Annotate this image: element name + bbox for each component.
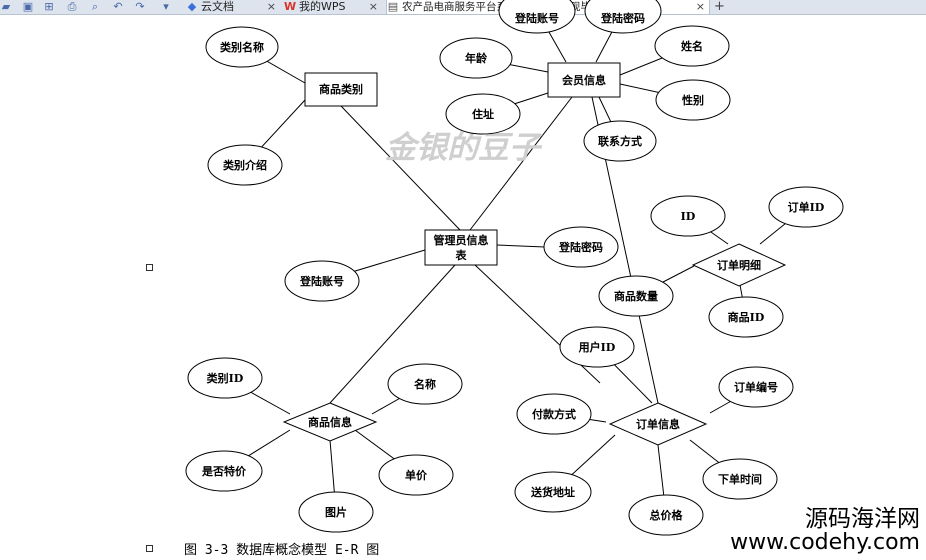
attribute-ellipse <box>718 366 794 408</box>
attr-contact: 联系方式 <box>598 134 642 148</box>
attr-user-id: 用户ID <box>579 340 616 354</box>
entity-box <box>547 62 621 98</box>
attr-product-quantity: 商品数量 <box>614 289 658 303</box>
attr-total-price: 总价格 <box>650 508 684 522</box>
document-icon: ▤ <box>387 0 399 13</box>
attr-member-login-password: 登陆密码 <box>600 11 645 25</box>
attr-name: 姓名 <box>681 39 703 53</box>
cloud-doc-icon: ◆ <box>187 0 197 13</box>
attr-gender: 性别 <box>682 93 704 107</box>
close-icon[interactable]: × <box>695 0 705 13</box>
attr-delivery-address: 送货地址 <box>530 485 575 499</box>
entity-member-label: 会员信息 <box>562 73 606 87</box>
attribute-ellipse <box>702 458 778 500</box>
attribute-ellipse <box>583 120 657 162</box>
print-icon[interactable]: ⎙ <box>67 0 77 13</box>
relationship-order-detail-label: 订单明细 <box>717 258 761 272</box>
connector-line <box>340 105 461 231</box>
attribute-ellipse <box>654 25 730 67</box>
attr-member-login-account: 登陆账号 <box>514 11 559 25</box>
attr-product-name: 名称 <box>414 377 436 391</box>
attribute-ellipse <box>543 226 619 268</box>
site-watermark-title: 源码海洋网 <box>805 506 920 532</box>
attribute-ellipse <box>498 0 576 34</box>
close-icon[interactable]: × <box>266 0 276 13</box>
tab-label: 云文档 <box>201 0 234 13</box>
attribute-ellipse <box>387 363 463 405</box>
attr-is-special: 是否特价 <box>201 464 247 478</box>
connector-line <box>329 264 456 404</box>
attribute-ellipse <box>516 393 592 435</box>
attribute-ellipse <box>187 357 263 399</box>
relationship-diamond <box>691 243 787 287</box>
new-tab-button[interactable]: + <box>714 0 725 14</box>
attribute-ellipse <box>439 37 513 79</box>
attr-order-time: 下单时间 <box>718 472 762 486</box>
site-watermark-url: www.codehy.com <box>730 530 920 555</box>
folder-icon[interactable]: ▰ <box>1 0 11 13</box>
attribute-ellipse <box>559 326 635 368</box>
attribute-ellipse <box>378 454 454 496</box>
attribute-ellipse <box>445 93 521 135</box>
attr-payment-method: 付款方式 <box>532 407 576 421</box>
entity-admin-label-line2: 表 <box>455 248 468 262</box>
attr-order-id: 订单ID <box>788 200 825 214</box>
attr-admin-account: 登陆账号 <box>299 274 344 288</box>
attribute-ellipse <box>768 186 844 228</box>
entity-admin-label-line1: 管理员信息 <box>434 233 489 247</box>
attribute-ellipse <box>598 275 674 317</box>
close-icon[interactable]: × <box>368 0 378 13</box>
attribute-ellipse <box>205 26 279 68</box>
attr-age: 年龄 <box>465 51 488 65</box>
attr-picture: 图片 <box>325 505 347 519</box>
tab-cloud-docs[interactable]: ◆ 云文档 × <box>186 0 280 14</box>
attribute-ellipse <box>708 296 784 338</box>
attribute-ellipse <box>655 79 731 121</box>
relationship-diamond <box>608 402 708 446</box>
attr-unit-price: 单价 <box>405 468 428 482</box>
figure-caption: 图 3-3 数据库概念模型 E-R 图 <box>184 543 380 558</box>
connector-line <box>496 244 546 248</box>
attr-category-intro: 类别介绍 <box>223 158 267 172</box>
attr-category-name: 类别名称 <box>220 40 264 54</box>
attr-admin-password: 登陆密码 <box>558 240 603 254</box>
attribute-ellipse <box>284 260 360 302</box>
undo-icon[interactable]: ↶ <box>113 0 123 13</box>
attr-order-number: 订单编号 <box>734 380 778 394</box>
diagram-watermark: 金银的豆子 <box>385 130 543 166</box>
attr-detail-id: ID <box>681 210 696 223</box>
attribute-ellipse <box>207 144 283 186</box>
relationship-order-info-label: 订单信息 <box>636 417 680 431</box>
print-preview-icon[interactable]: ⌕ <box>91 0 99 13</box>
attr-category-id: 类别ID <box>207 371 244 385</box>
tab-label: 我的WPS <box>299 0 346 13</box>
paragraph-mark-icon <box>146 545 153 552</box>
paragraph-mark-icon <box>146 264 153 271</box>
entity-box <box>424 229 498 266</box>
wps-icon: W <box>284 0 297 13</box>
attr-address: 住址 <box>472 107 494 121</box>
entity-box <box>304 72 378 107</box>
attribute-ellipse <box>298 491 374 533</box>
relationship-product-info-label: 商品信息 <box>308 415 352 429</box>
attr-product-id: 商品ID <box>728 310 765 324</box>
entity-category-label: 商品类别 <box>319 82 363 96</box>
export-icon[interactable]: ⊞ <box>44 0 54 13</box>
connector-line <box>469 96 573 231</box>
attribute-ellipse <box>628 494 704 536</box>
attribute-ellipse <box>185 450 263 492</box>
redo-icon[interactable]: ↷ <box>135 0 145 13</box>
dropdown-icon[interactable]: ▾ <box>163 0 169 13</box>
attribute-ellipse <box>514 471 592 513</box>
attribute-ellipse <box>584 0 662 34</box>
relationship-diamond <box>282 402 378 442</box>
site-watermark: 源码海洋网 www.codehy.com <box>730 507 920 555</box>
attribute-ellipse <box>650 195 726 237</box>
save-icon[interactable]: ▣ <box>22 0 34 13</box>
